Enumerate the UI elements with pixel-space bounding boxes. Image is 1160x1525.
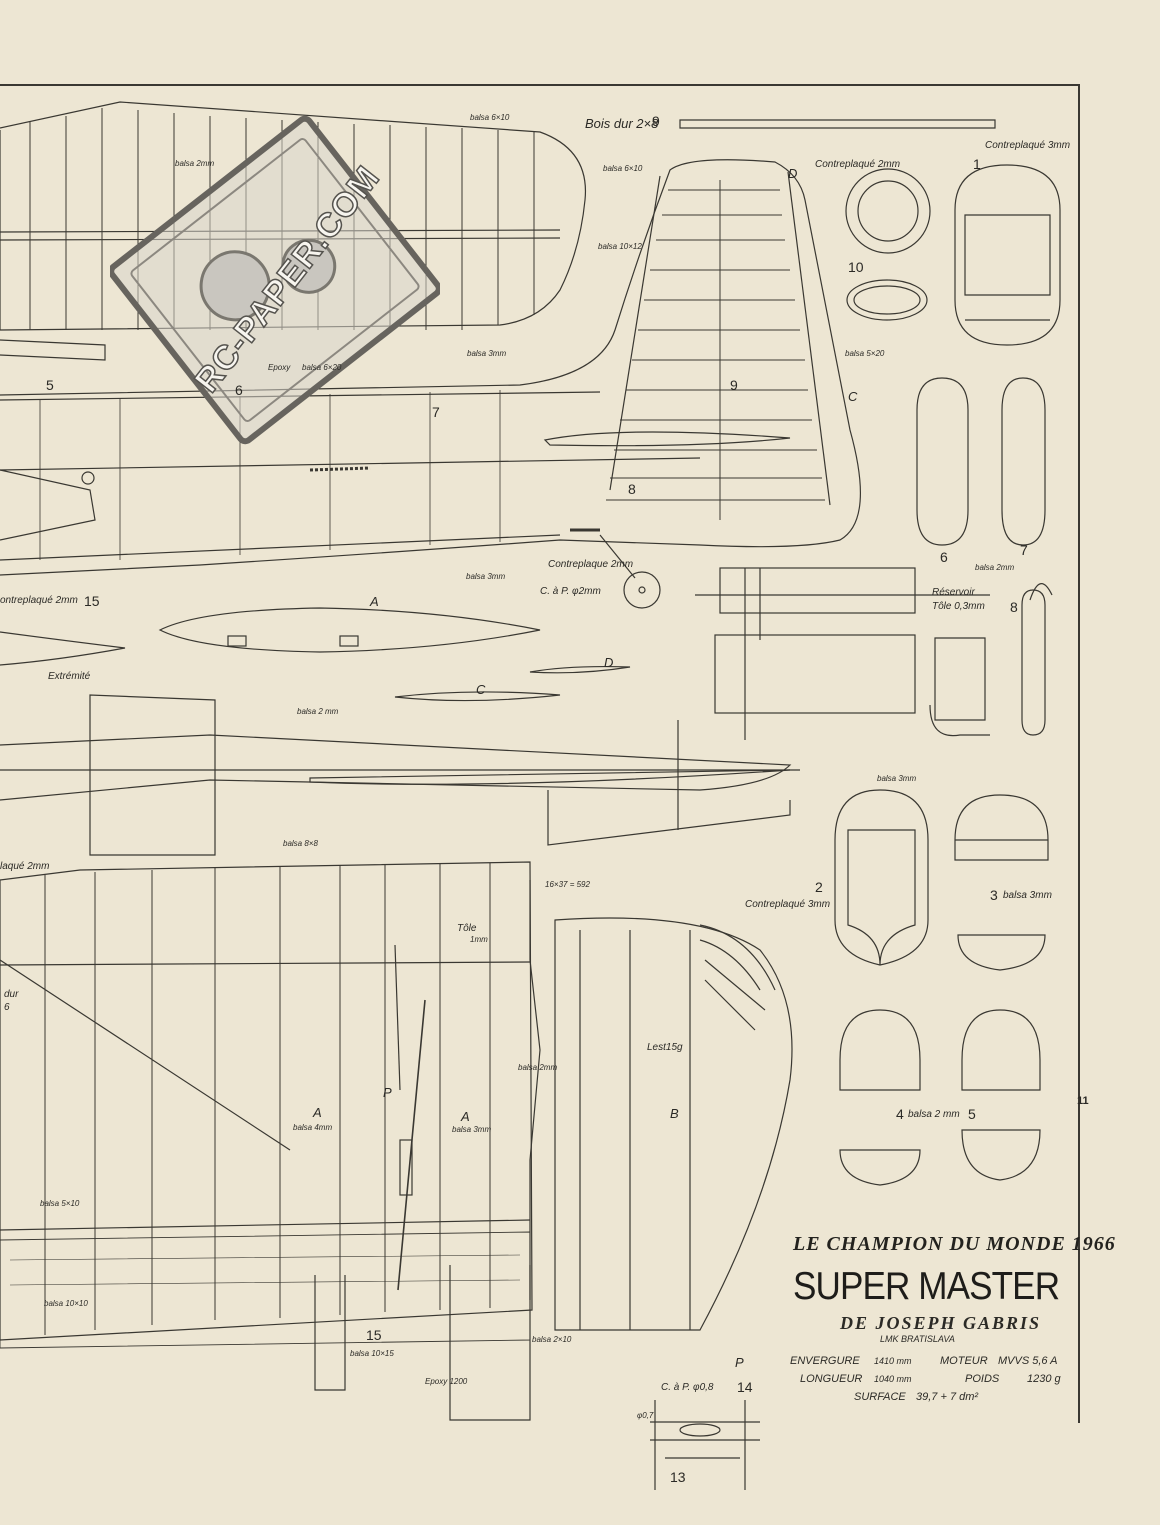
material-label: balsa 2mm <box>175 159 215 168</box>
watermark-stamp: RC-PAPER.COM <box>108 90 442 470</box>
tip-label: Extrémité <box>48 671 91 682</box>
spec-moteur-label: MOTEUR <box>940 1355 988 1367</box>
material-label: balsa 2mm <box>975 563 1015 572</box>
section-label-b: B <box>670 1106 679 1121</box>
former-number: 2 <box>815 879 823 895</box>
former-number: 3 <box>990 887 998 903</box>
section-label-a: A <box>370 594 379 609</box>
material-label: C. à P. φ2mm <box>540 586 601 597</box>
station-number: 5 <box>46 377 54 393</box>
station-number: 8 <box>628 481 636 497</box>
airfoil-sections <box>0 607 631 702</box>
tank-hardware <box>695 567 990 740</box>
spec-poids-label: POIDS <box>965 1373 1000 1385</box>
page-number: 11 <box>1077 1095 1089 1107</box>
spec-moteur-value: MVVS 5,6 A <box>998 1355 1058 1367</box>
material-label: balsa 10×10 <box>44 1299 88 1308</box>
material-label: balsa 2 mm <box>908 1109 960 1120</box>
formers-group <box>845 164 1061 736</box>
material-label: Tôle <box>457 923 477 934</box>
former-number: 4 <box>896 1106 904 1122</box>
material-label: balsa 2×10 <box>532 1335 572 1344</box>
spec-envergure-label: ENVERGURE <box>790 1355 860 1367</box>
former-number: 1 <box>973 156 981 172</box>
material-label: Contreplaque 2mm <box>548 559 634 570</box>
station-number: 7 <box>432 404 440 420</box>
section-label-a: A <box>461 1109 470 1124</box>
material-label: balsa 10×12 <box>598 242 642 251</box>
former-number: 5 <box>968 1106 976 1122</box>
former-number: 6 <box>940 549 948 565</box>
material-label: φ0,7 <box>637 1411 654 1420</box>
watermark-graphic <box>108 115 442 445</box>
section-label-c: C <box>848 389 858 404</box>
fuselage-top-view <box>0 694 800 856</box>
material-label: balsa 3mm <box>877 774 917 783</box>
material-label: balsa 3mm <box>452 1125 492 1134</box>
detail-marker: P <box>383 1085 392 1100</box>
tank-label: Tôle 0,3mm <box>932 601 985 612</box>
former-number: 7 <box>1020 542 1028 558</box>
material-label: balsa 8×8 <box>283 839 318 848</box>
material-label: laqué 2mm <box>0 861 50 872</box>
material-label: C. à P. φ0,8 <box>661 1382 714 1393</box>
subtitle: LE CHAMPION DU MONDE 1966 <box>793 1233 1116 1255</box>
material-label: balsa 10×15 <box>350 1349 394 1358</box>
section-label-d: D <box>788 166 798 181</box>
material-label: 6 <box>4 1002 10 1013</box>
hardwood-spar <box>679 119 996 129</box>
material-label: Contreplaqué 2mm <box>815 159 901 170</box>
material-label: balsa 5×20 <box>845 349 885 358</box>
material-label: balsa 3mm <box>1003 890 1052 901</box>
spec-envergure-value: 1410 mm <box>874 1356 912 1366</box>
station-number: 9 <box>730 377 738 393</box>
material-label: balsa 5×10 <box>40 1199 80 1208</box>
club: LMK BRATISLAVA <box>880 1334 955 1344</box>
part-number-9-top: 9 <box>652 113 660 129</box>
material-label: ontreplaqué 2mm <box>0 595 78 606</box>
station-number: 6 <box>235 382 243 398</box>
material-label: balsa 3mm <box>466 572 506 581</box>
former-number: 10 <box>848 259 864 275</box>
wing-plan <box>0 861 793 1421</box>
fuselage-side <box>0 159 862 609</box>
spec-surface-value: 39,7 + 7 dm² <box>916 1391 979 1403</box>
material-label: balsa 6×10 <box>603 164 643 173</box>
section-label-c: C <box>476 682 486 697</box>
ballast-label: Lest15g <box>647 1042 683 1053</box>
material-label: Epoxy 1200 <box>425 1377 468 1386</box>
tank-label: Réservoir <box>932 587 975 598</box>
detail-p <box>650 1400 760 1490</box>
former-number: 8 <box>1010 599 1018 615</box>
spec-longueur-label: LONGUEUR <box>800 1373 863 1385</box>
spec-surface-label: SURFACE <box>854 1391 906 1403</box>
hardwood-label: Bois dur 2×8 <box>585 116 659 131</box>
section-label-a: A <box>313 1105 322 1120</box>
material-label: balsa 2mm <box>518 1063 558 1072</box>
station-number: 15 <box>366 1327 382 1343</box>
material-label: Epoxy <box>268 363 291 372</box>
dimension-label: 16×37 = 592 <box>545 880 590 889</box>
spec-poids-value: 1230 g <box>1027 1373 1061 1385</box>
material-label: balsa 6×20 <box>302 363 342 372</box>
lower-formers <box>834 789 1049 1186</box>
material-label: balsa 6×10 <box>470 113 510 122</box>
material-label: Contreplaqué 3mm <box>985 140 1071 151</box>
part-number: 14 <box>737 1379 753 1395</box>
material-label: Contreplaqué 3mm <box>745 899 831 910</box>
material-label: dur <box>4 989 19 1000</box>
material-label: 1mm <box>470 935 488 944</box>
section-label-d: D <box>604 655 614 670</box>
station-number: 15 <box>84 593 100 609</box>
material-label: balsa 2 mm <box>297 707 339 716</box>
designer: DE JOSEPH GABRIS <box>840 1313 1042 1333</box>
material-label: balsa 4mm <box>293 1123 333 1132</box>
part-number: 13 <box>670 1469 686 1485</box>
material-label: balsa 3mm <box>467 349 507 358</box>
model-name: SUPER MASTER <box>793 1265 1060 1308</box>
spec-longueur-value: 1040 mm <box>874 1374 912 1384</box>
detail-marker: P <box>735 1355 744 1370</box>
page-border <box>0 84 1080 1423</box>
